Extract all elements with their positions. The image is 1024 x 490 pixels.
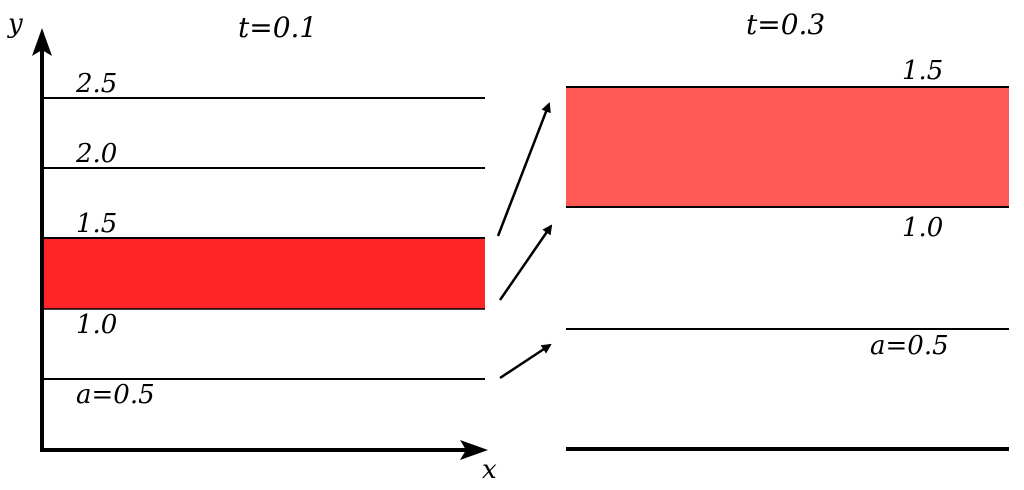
right-label-a: a=0.5 (870, 331, 949, 361)
arrow-1-5 (496, 102, 551, 237)
left-label-1-5: 1.5 (76, 209, 117, 239)
right-label-1-0: 1.0 (902, 213, 943, 243)
arrow-a (499, 343, 552, 380)
left-label-2-0: 2.0 (75, 139, 117, 169)
left-panel-title: t=0.1 (238, 11, 317, 44)
y-axis-label: y (7, 9, 23, 39)
left-panel: t=0.1 2.5 2.0 1.5 1.0 a=0.5 y x (7, 9, 497, 485)
mapping-arrows (496, 102, 553, 380)
right-panel-title: t=0.3 (746, 8, 825, 41)
left-label-1-0: 1.0 (76, 310, 117, 340)
y-axis-arrowhead (32, 28, 52, 56)
left-label-a: a=0.5 (76, 380, 155, 410)
arrow-1-0 (498, 224, 553, 301)
left-label-2-5: 2.5 (75, 69, 117, 99)
x-axis-label: x (482, 455, 497, 485)
left-band (42, 238, 485, 309)
x-axis-arrowhead (460, 440, 488, 460)
right-band (566, 87, 1009, 207)
right-label-1-5: 1.5 (902, 56, 943, 86)
right-panel: t=0.3 1.5 1.0 a=0.5 (566, 8, 1009, 451)
